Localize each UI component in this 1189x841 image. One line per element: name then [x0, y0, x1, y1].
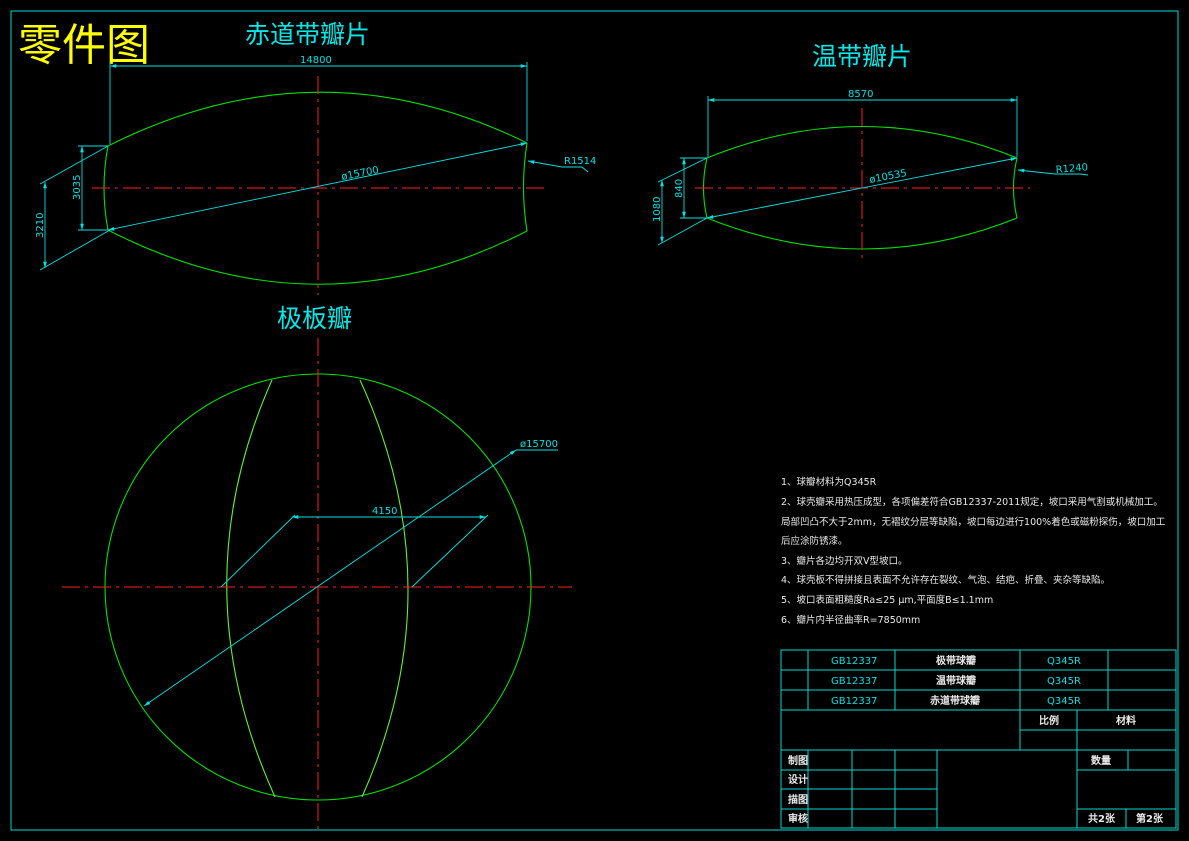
part-2-name: 温带球瓣: [936, 674, 976, 687]
sheet-border: [10, 10, 1179, 831]
temperate-radius-leader: [1017, 168, 1056, 175]
polar-diameter-label: ø15700: [520, 439, 558, 450]
temperate-petal-view: 温带瓣片 8570 ø10535 840 1080 R1240: [652, 42, 1089, 262]
trace-label: 描图: [788, 793, 808, 806]
polar-title: 极板瓣: [277, 304, 352, 333]
note-3: 3、瓣片各边均开双V型坡口。: [781, 555, 908, 567]
temperate-diameter-line: [706, 157, 1018, 219]
quantity-label: 数量: [1091, 754, 1111, 767]
note-2b: 局部凹凸不大于2mm，无褶纹分层等缺陷，坡口每边进行100%着色或磁粉探伤，坡口…: [781, 516, 1166, 528]
equatorial-petal-view: 赤道带瓣片 14800 ø15700 3035 3210 R1514: [35, 20, 596, 295]
material-label: 材料: [1116, 714, 1136, 727]
equatorial-outer-height-label: 3210: [35, 213, 46, 238]
equatorial-width-label: 14800: [300, 55, 332, 66]
part-1-material: Q345R: [1047, 656, 1081, 667]
polar-width-label: 4150: [372, 506, 397, 517]
sheet-title: 零件图: [18, 20, 150, 71]
equatorial-title: 赤道带瓣片: [245, 20, 370, 49]
temperate-inner-height-label: 840: [674, 179, 685, 198]
note-4: 4、球壳板不得拼接且表面不允许存在裂纹、气泡、结疤、折叠、夹杂等缺陷。: [781, 574, 1110, 586]
temperate-title: 温带瓣片: [812, 42, 912, 71]
title-block: GB12337 极带球瓣 Q345R GB12337 温带球瓣 Q345R GB…: [780, 649, 1177, 829]
equatorial-diameter-line: [107, 142, 528, 231]
part-2-standard: GB12337: [831, 676, 877, 687]
sheets-total: 共2张: [1088, 812, 1116, 825]
polar-left-lune: [226, 379, 276, 798]
note-5: 5、坡口表面粗糙度Ra≤25 μm,平面度B≤1.1mm: [781, 594, 993, 606]
equatorial-right-edge: [522, 142, 528, 232]
part-1-standard: GB12337: [831, 656, 877, 667]
part-3-name: 赤道带球瓣: [930, 694, 980, 707]
scale-label: 比例: [1039, 714, 1059, 727]
drawn-label: 制图: [788, 754, 808, 767]
equatorial-bottom-arc: [107, 229, 528, 285]
note-6: 6、瓣片内半径曲率R=7850mm: [781, 614, 920, 626]
note-2: 2、球壳瓣采用热压成型，各项偏差符合GB12337-2011规定，坡口采用气割或…: [781, 496, 1163, 508]
technical-notes: 1、球瓣材料为Q345R 2、球壳瓣采用热压成型，各项偏差符合GB12337-2…: [781, 476, 1166, 626]
design-label: 设计: [788, 773, 808, 786]
polar-right-lune: [359, 379, 409, 798]
equatorial-diameter-label: ø15700: [340, 165, 379, 183]
part-3-material: Q345R: [1047, 696, 1081, 707]
sheet-number: 第2张: [1136, 812, 1164, 825]
temperate-outer-height-label: 1080: [652, 197, 663, 222]
note-1: 1、球瓣材料为Q345R: [781, 476, 877, 488]
part-3-standard: GB12337: [831, 696, 877, 707]
temperate-radius-label: R1240: [1055, 162, 1088, 176]
equatorial-radius-leader: [527, 160, 563, 168]
note-2c: 后应涂防锈漆。: [781, 535, 848, 547]
polar-diameter-line: [143, 449, 517, 707]
part-1-name: 极带球瓣: [936, 654, 976, 667]
part-2-material: Q345R: [1047, 676, 1081, 687]
equatorial-inner-height-label: 3035: [72, 175, 83, 200]
equatorial-radius-label: R1514: [564, 156, 596, 167]
temperate-top-arc: [706, 126, 1018, 159]
polar-plate-view: 极板瓣 ø15700 4150: [62, 304, 572, 830]
temperate-width-label: 8570: [848, 89, 873, 100]
review-label: 审核: [788, 812, 808, 825]
